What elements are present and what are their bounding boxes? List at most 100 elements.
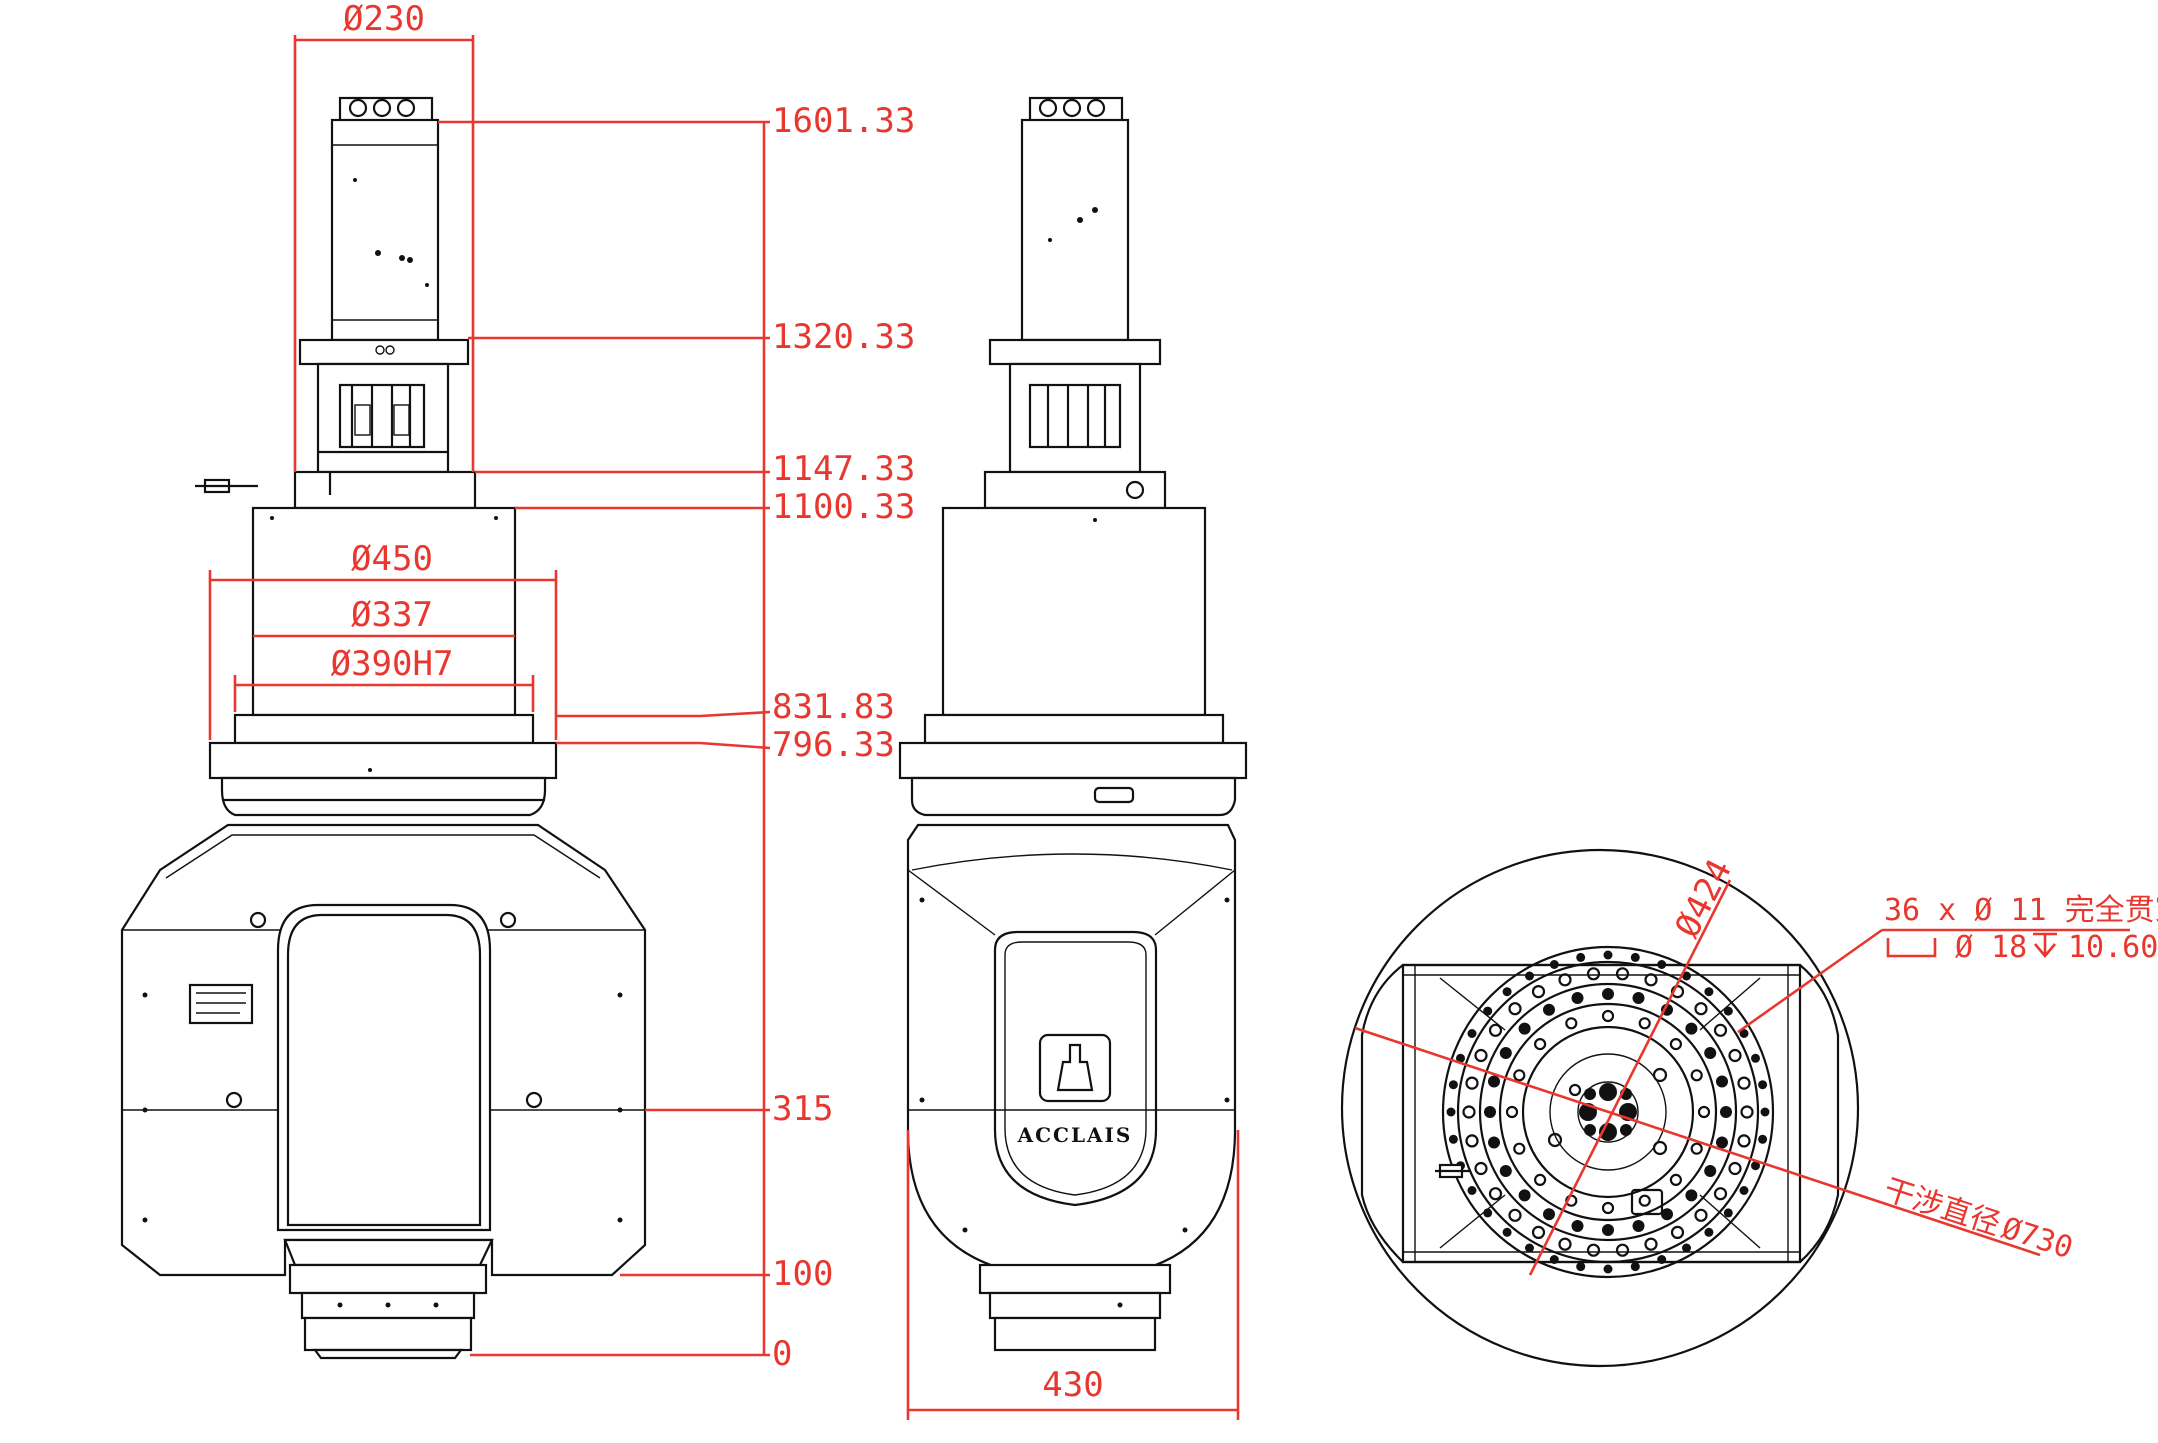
bolt-hole [1615, 1243, 1630, 1257]
bolt-hole [1586, 1243, 1601, 1257]
bolt-hole [1716, 1075, 1728, 1088]
bolt-hole [1462, 1105, 1476, 1119]
bolt-hole [1728, 1048, 1742, 1063]
side-motor-housing [1020, 118, 1130, 342]
bolt-hole [1602, 988, 1614, 1000]
bolt-hole [1513, 1069, 1526, 1082]
bolt-hole [1467, 1029, 1477, 1038]
bolt-hole [1483, 1006, 1493, 1016]
bolt-hole [1713, 1187, 1728, 1201]
holes-callout-2: Ø 18 [1955, 930, 2027, 965]
height-100: 100 [772, 1254, 833, 1294]
bolt-hole [1448, 1080, 1458, 1090]
bolt-ring [1441, 945, 1775, 1279]
bolt-hole [1483, 1208, 1493, 1218]
bolt-hole [1531, 984, 1546, 999]
emblem-shield [993, 930, 1158, 1207]
side-spindle-housing [941, 506, 1207, 717]
dia-337-label: Ø337 [351, 595, 433, 635]
bolt-hole [1697, 1105, 1711, 1119]
bolt-hole [1543, 1208, 1555, 1221]
bolt-hole [1549, 960, 1559, 969]
bolt-hole [1531, 1225, 1546, 1240]
bolt-hole [1661, 1208, 1673, 1221]
bolt-hole [1690, 1142, 1703, 1155]
bolt-hole [1723, 1208, 1733, 1218]
motor-housing [330, 118, 440, 342]
bolt-hole [1474, 1161, 1488, 1176]
bolt-hole [1576, 1262, 1586, 1272]
bolt-hole [1488, 1075, 1500, 1088]
bolt-hole [1508, 1002, 1522, 1016]
bolt-hole [1657, 1255, 1667, 1264]
clearance-label: 干涉直径Ø730 [1880, 1172, 2077, 1266]
bolt-hole [1533, 1173, 1547, 1187]
bolt-hole [1704, 1227, 1714, 1237]
bolt-hole [1488, 1136, 1500, 1149]
coupling-cage [316, 362, 450, 474]
bolt-hole [1525, 971, 1534, 981]
bolt-hole [1751, 1053, 1760, 1063]
bolt-hole [1448, 1134, 1458, 1144]
height-1147: 1147.33 [772, 449, 915, 489]
bolt-hole [1533, 1037, 1547, 1051]
bolt-hole [1576, 952, 1586, 962]
dia-424-label: Ø424 [1667, 853, 1740, 944]
bolt-hole [1657, 960, 1667, 969]
bolt-hole [1694, 1002, 1708, 1016]
counterbore-icon [1886, 938, 1937, 958]
bolt-hole [1644, 1237, 1658, 1251]
depth-icon [2033, 932, 2057, 959]
dimensions: Ø230 Ø450 Ø337 Ø390H7 1601.33 1320.33 11… [208, 0, 2158, 1420]
bolt-hole [1513, 1142, 1526, 1155]
bolt-hole [1525, 1243, 1534, 1253]
center-window [276, 903, 492, 1232]
bolt-hole [1505, 1105, 1519, 1119]
bolt-hole [1638, 1194, 1651, 1207]
width-430: 430 [1042, 1365, 1103, 1405]
bolt-hole [1484, 1106, 1496, 1118]
bolt-hole [1630, 1262, 1640, 1272]
bolt-hole [1758, 1134, 1768, 1144]
bolt-hole [1644, 973, 1658, 987]
bolt-hole [1499, 1047, 1512, 1059]
bolt-hole [1728, 1161, 1742, 1176]
bolt-hole [1685, 1022, 1698, 1035]
height-0: 0 [772, 1334, 792, 1374]
bolt-hole [1465, 1134, 1479, 1148]
dia-top-label: Ø230 [343, 0, 425, 39]
bolt-hole [1565, 1017, 1578, 1030]
bolt-hole [1499, 1165, 1512, 1177]
spindle-nose [288, 1263, 488, 1295]
cable-connector [195, 478, 258, 494]
bolt-hole [1467, 1186, 1477, 1195]
clearance-circle [1340, 848, 1860, 1368]
flange-fit [233, 713, 535, 745]
front-view [120, 96, 647, 1360]
bolt-hole [1571, 1220, 1584, 1232]
center-bolts [1547, 1067, 1668, 1156]
bolt-hole [1601, 1009, 1615, 1023]
bolt-hole [1543, 1003, 1555, 1016]
bolt-hole [1758, 1080, 1768, 1090]
bolt-hole [1669, 1173, 1683, 1187]
flange-outer [208, 741, 558, 780]
bolt-hole [1716, 1136, 1728, 1149]
bolt-hole [1704, 1165, 1717, 1177]
height-1100: 1100.33 [772, 487, 915, 527]
bolt-hole [1632, 992, 1645, 1004]
bolt-hole [1456, 1053, 1465, 1063]
bolt-hole [1632, 1220, 1645, 1232]
bolt-hole [1704, 1047, 1717, 1059]
height-1601: 1601.33 [772, 101, 915, 141]
bolt-hole [1518, 1189, 1531, 1202]
bolt-hole [1751, 1161, 1760, 1171]
bolt-hole [1669, 1037, 1683, 1051]
bolt-hole [1603, 1264, 1613, 1274]
bolt-hole [1737, 1076, 1751, 1090]
bolt-hole [1720, 1106, 1732, 1118]
height-831: 831.83 [772, 687, 895, 727]
bottom-view [1340, 848, 1860, 1368]
bolt-hole [1740, 1105, 1754, 1119]
holes-callout-1: 36 x Ø 11 完全贯穿 [1884, 893, 2158, 928]
